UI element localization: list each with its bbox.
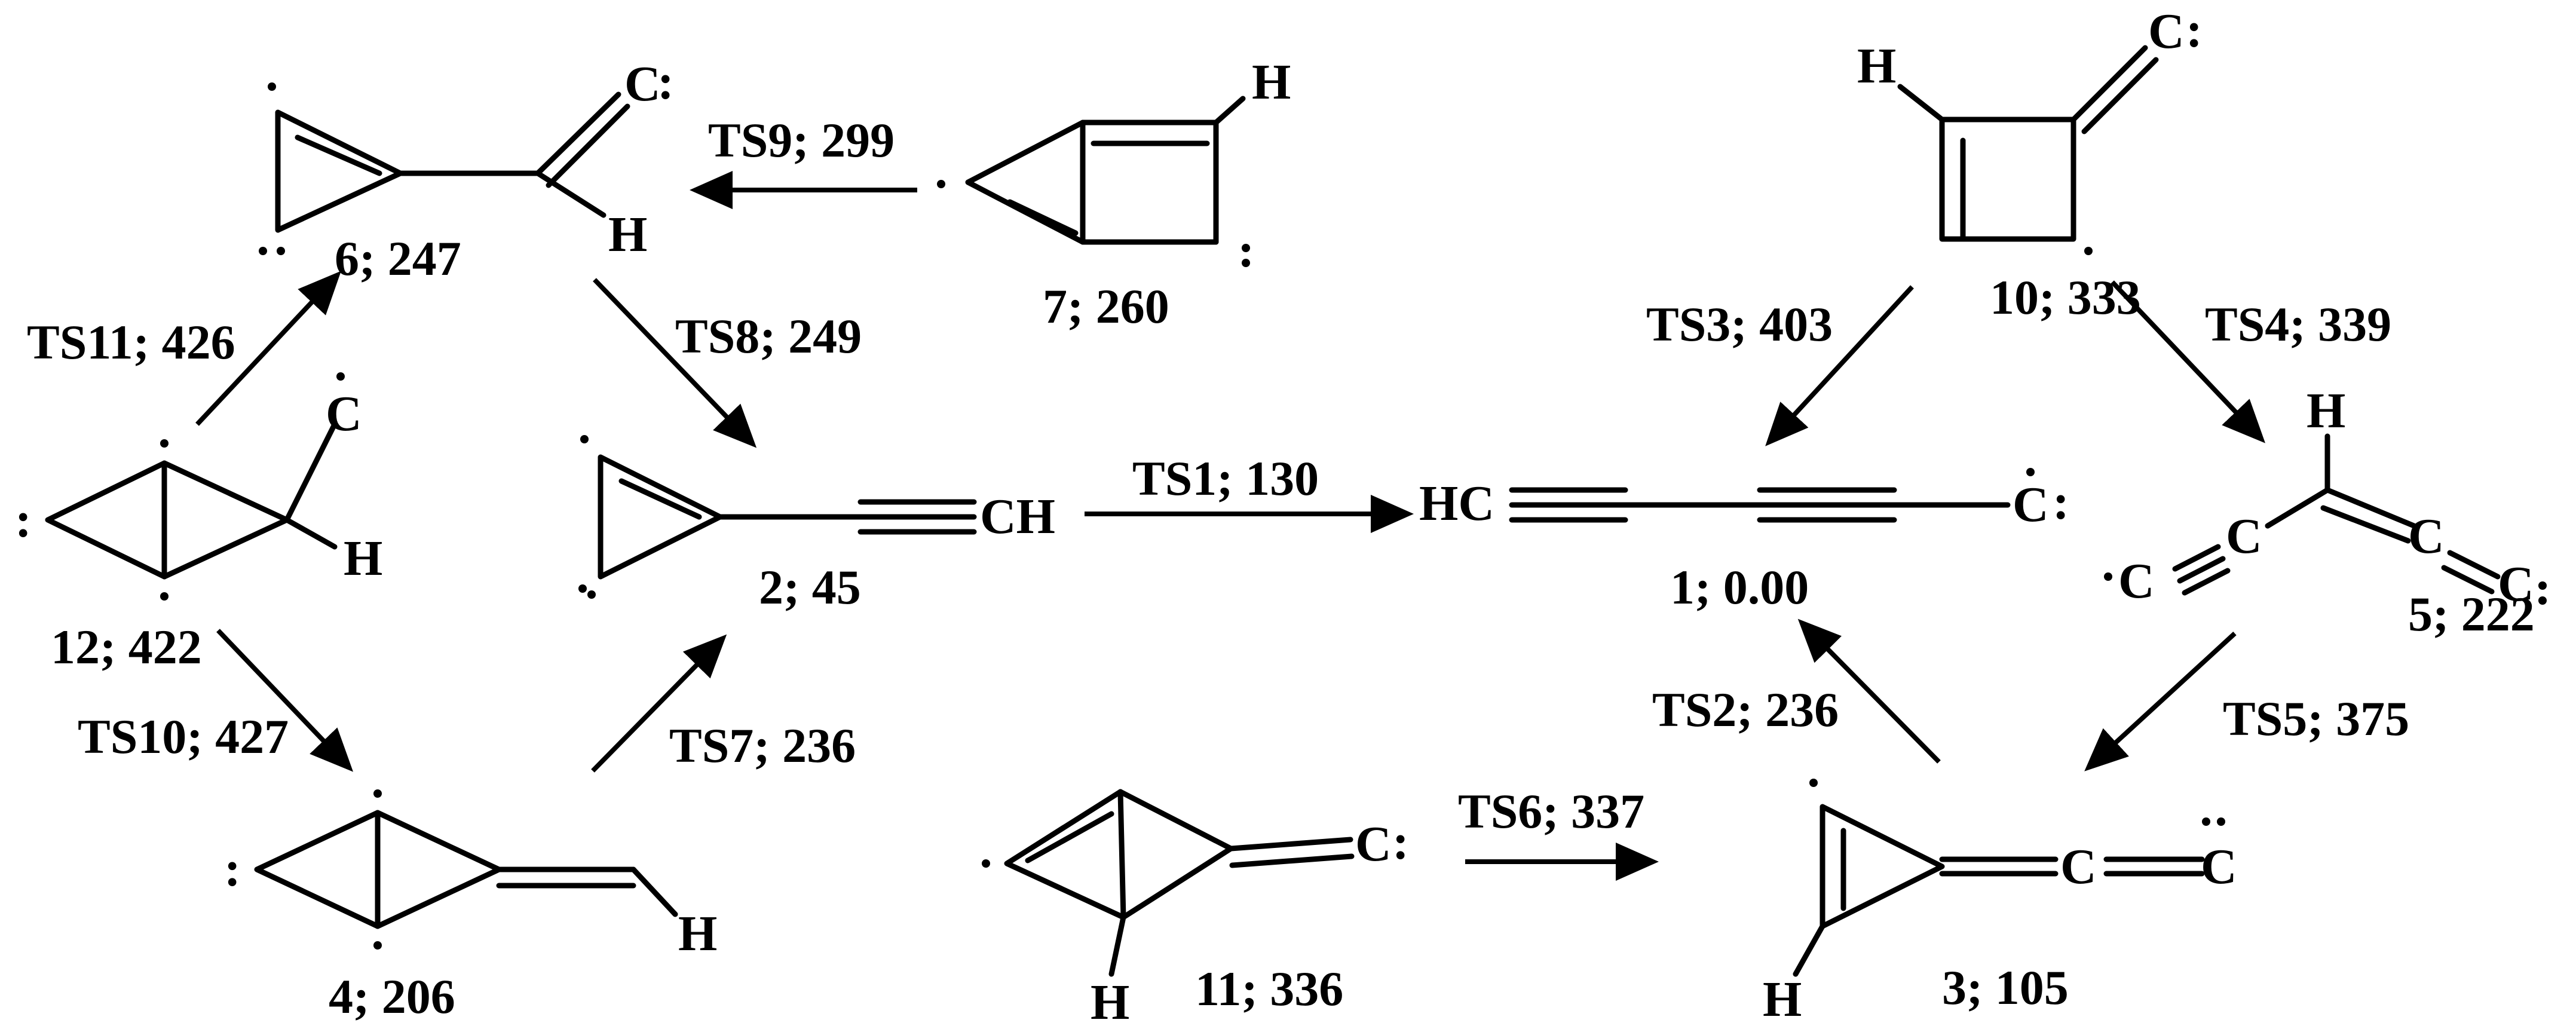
atom-colon: : xyxy=(1392,814,1409,870)
structure-10: H C : 10; 333 xyxy=(1857,2,2203,324)
structure-4: : H 4; 206 xyxy=(224,789,717,1024)
structure-6: C : H 6; 247 xyxy=(259,54,674,286)
arrow-ts4 xyxy=(2111,280,2266,443)
species-label-3: 3; 105 xyxy=(1942,960,2069,1015)
arrow-ts5 xyxy=(2084,632,2237,771)
atom-H: H xyxy=(1763,972,1802,1027)
species-label-2: 2; 45 xyxy=(759,560,861,614)
structure-11: C : H 11; 336 xyxy=(982,789,1409,1030)
species-label-1: 1; 0.00 xyxy=(1670,560,1809,614)
structure-3: C C H 3; 105 xyxy=(1763,779,2237,1027)
arrow-ts11 xyxy=(195,271,341,426)
species-label-7: 7; 260 xyxy=(1043,279,1169,333)
atom-C: C xyxy=(2060,839,2097,895)
atom-C: C xyxy=(1355,816,1392,872)
atom-C: C xyxy=(2498,556,2534,612)
species-label-12: 12; 422 xyxy=(51,620,202,674)
arrow-ts7 xyxy=(591,634,727,773)
ts-label-TS9: TS9; 299 xyxy=(708,113,895,167)
structure-7: H 7; 260 xyxy=(937,54,1291,333)
atom-C: C xyxy=(2013,477,2049,532)
ts-label-TS8: TS8; 249 xyxy=(675,309,862,363)
species-label-5: 5; 222 xyxy=(2408,587,2535,641)
structure-2: CH 2; 45 xyxy=(578,435,1055,614)
species-label-4: 4; 206 xyxy=(329,969,455,1024)
ts-label-TS6: TS6; 337 xyxy=(1458,784,1644,838)
atom-colon: : xyxy=(15,492,32,548)
atom-colon: : xyxy=(2186,2,2203,58)
atom-H: H xyxy=(678,906,717,961)
ts-label-TS2: TS2; 236 xyxy=(1652,682,1839,737)
arrow-ts10 xyxy=(216,629,354,772)
atom-H: H xyxy=(1091,975,1129,1030)
ts-label-TS1: TS1; 130 xyxy=(1132,451,1319,506)
atom-H: H xyxy=(1857,38,1896,94)
atom-C: C xyxy=(2118,553,2155,609)
ts-label-TS4: TS4; 339 xyxy=(2205,297,2391,351)
atom-H: H xyxy=(2307,383,2345,439)
ts-label-TS11: TS11; 426 xyxy=(27,315,235,369)
species-label-10: 10; 333 xyxy=(1990,270,2141,324)
arrow-ts8 xyxy=(593,278,757,448)
ts-label-TS5: TS5; 375 xyxy=(2223,691,2409,746)
atom-C: C xyxy=(624,56,661,112)
structure-5: H C C C C 5; 222 xyxy=(2104,383,2547,641)
atom-HC: HC xyxy=(1419,476,1494,531)
atom-C: C xyxy=(2148,4,2185,59)
atom-C: C xyxy=(2201,839,2237,895)
ts-label-TS3: TS3; 403 xyxy=(1646,297,1833,351)
structure-12: : C H 12; 422 xyxy=(15,372,382,674)
atom-H: H xyxy=(344,531,382,586)
atom-colon: : xyxy=(657,54,674,110)
atom-colon: : xyxy=(2053,474,2069,530)
transition-state-labels: TS9; 299 TS11; 426 TS8; 249 TS10; 427 TS… xyxy=(27,113,2409,838)
arrow-ts2 xyxy=(1797,618,1941,764)
ts-label-TS7: TS7; 236 xyxy=(669,718,856,773)
atom-H: H xyxy=(608,207,647,262)
atom-C: C xyxy=(326,386,362,442)
arrow-ts3 xyxy=(1765,285,1914,446)
atom-C: C xyxy=(2226,509,2262,564)
atom-colon: : xyxy=(224,841,241,897)
atom-CH: CH xyxy=(980,489,1055,544)
species-label-11: 11; 336 xyxy=(1195,961,1343,1016)
atom-C: C xyxy=(2408,509,2445,564)
species-label-6: 6; 247 xyxy=(335,231,461,286)
structure-1: HC C : 1; 0.00 xyxy=(1419,468,2069,614)
ts-label-TS10: TS10; 427 xyxy=(78,709,289,764)
atom-H: H xyxy=(1252,54,1291,110)
reaction-arrows xyxy=(195,171,2266,881)
